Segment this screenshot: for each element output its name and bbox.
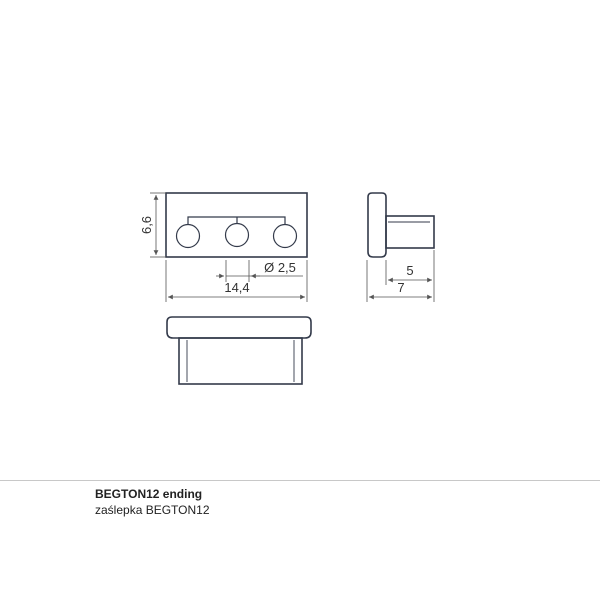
dimension-pin-length: 5	[385, 250, 435, 302]
dimension-total-length: 7	[366, 260, 432, 302]
hole-center	[224, 222, 250, 248]
dimension-height: 6,6	[139, 192, 166, 258]
caption: BEGTON12 ending zaślepka BEGTON12	[95, 486, 210, 518]
hole-right	[272, 223, 298, 249]
side-view-pin	[385, 215, 435, 249]
front-view	[165, 192, 308, 258]
technical-drawing: 6,6 Ø 2,5 14,4 5 7	[139, 192, 435, 385]
top-view-body	[178, 337, 303, 385]
dimension-total-length-label: 7	[397, 280, 404, 295]
product-title: BEGTON12 ending	[95, 487, 203, 501]
product-subtitle: zaślepka BEGTON12	[95, 503, 210, 517]
caption-divider	[0, 480, 600, 481]
side-view	[367, 192, 435, 258]
hole-left	[175, 223, 201, 249]
dimension-height-label: 6,6	[139, 216, 154, 234]
top-view	[166, 316, 312, 385]
top-view-head	[166, 316, 312, 339]
dimension-width-label: 14,4	[224, 280, 249, 295]
dimension-pin-length-label: 5	[406, 263, 413, 278]
dimension-hole-diameter-label: Ø 2,5	[264, 260, 296, 275]
dimension-hole-diameter: Ø 2,5	[216, 260, 303, 282]
dimension-width: 14,4	[165, 260, 308, 302]
front-view-outline	[165, 192, 308, 258]
side-view-head	[367, 192, 387, 258]
